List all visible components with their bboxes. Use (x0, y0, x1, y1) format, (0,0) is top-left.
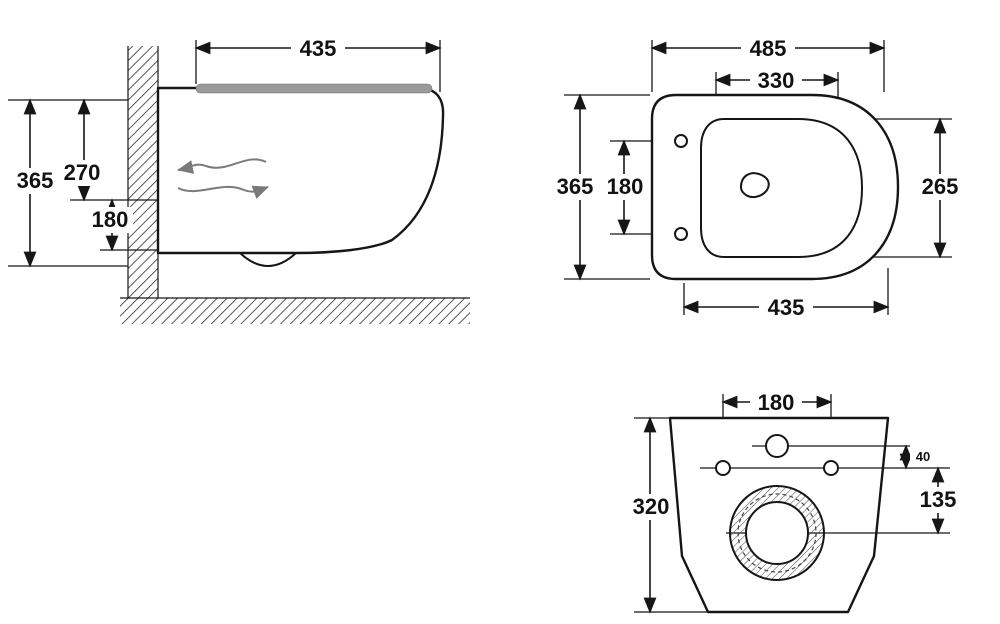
water-inlet-hole (765, 434, 789, 458)
wall-hatch (128, 46, 158, 298)
label-bg (916, 174, 964, 200)
toilet-side-profile (156, 86, 445, 255)
waste-outlet-inner (745, 501, 809, 565)
dim-top-hole-spacing: 180 (607, 174, 644, 199)
label-bg (750, 388, 802, 414)
dim-top-body-length: 435 (768, 295, 805, 320)
dim-side-height-mid: 270 (64, 160, 101, 185)
mounting-hole-top (674, 134, 688, 148)
trap-detail (239, 252, 297, 267)
label-bg (552, 174, 598, 200)
label-bg (627, 494, 675, 520)
label-bg (910, 448, 936, 464)
bolt-hole-right (823, 460, 839, 476)
label-bg (87, 207, 133, 233)
dim-side-height-low: 180 (92, 207, 129, 232)
seat-lid (195, 83, 433, 94)
top-view: 485 330 365 180 265 435 (552, 34, 964, 320)
dim-top-bowl-width: 265 (922, 174, 959, 199)
dim-top-overall-length: 485 (750, 36, 787, 61)
dim-top-inner-length: 330 (758, 68, 795, 93)
dim-rear-hole-spacing: 180 (758, 390, 795, 415)
mounting-hole-bottom (674, 227, 688, 241)
waste-outlet-mid (737, 493, 817, 573)
label-bg (741, 34, 795, 60)
label-bg (291, 35, 345, 61)
bolt-hole-left (715, 460, 731, 476)
floor-hatch (120, 298, 470, 324)
rear-view: 180 320 135 40 (627, 388, 962, 614)
label-bg (914, 487, 962, 513)
dim-side-height-total: 365 (17, 168, 54, 193)
label-bg (759, 293, 813, 319)
side-view: 435 365 270 180 (8, 35, 470, 324)
seat-opening (700, 118, 863, 258)
label-bg (59, 160, 105, 186)
flush-flow-arrow-right (177, 185, 269, 199)
label-bg (602, 174, 648, 200)
flush-spout (740, 172, 770, 199)
dim-top-overall-width: 365 (557, 174, 594, 199)
label-bg (12, 168, 58, 194)
dim-rear-outlet-height: 135 (920, 487, 957, 512)
dim-rear-inlet-offset: 40 (916, 449, 930, 464)
flush-flow-arrow-left (177, 158, 267, 174)
dim-side-top-width: 435 (300, 36, 337, 61)
label-bg (750, 66, 802, 92)
dim-rear-height: 320 (633, 494, 670, 519)
